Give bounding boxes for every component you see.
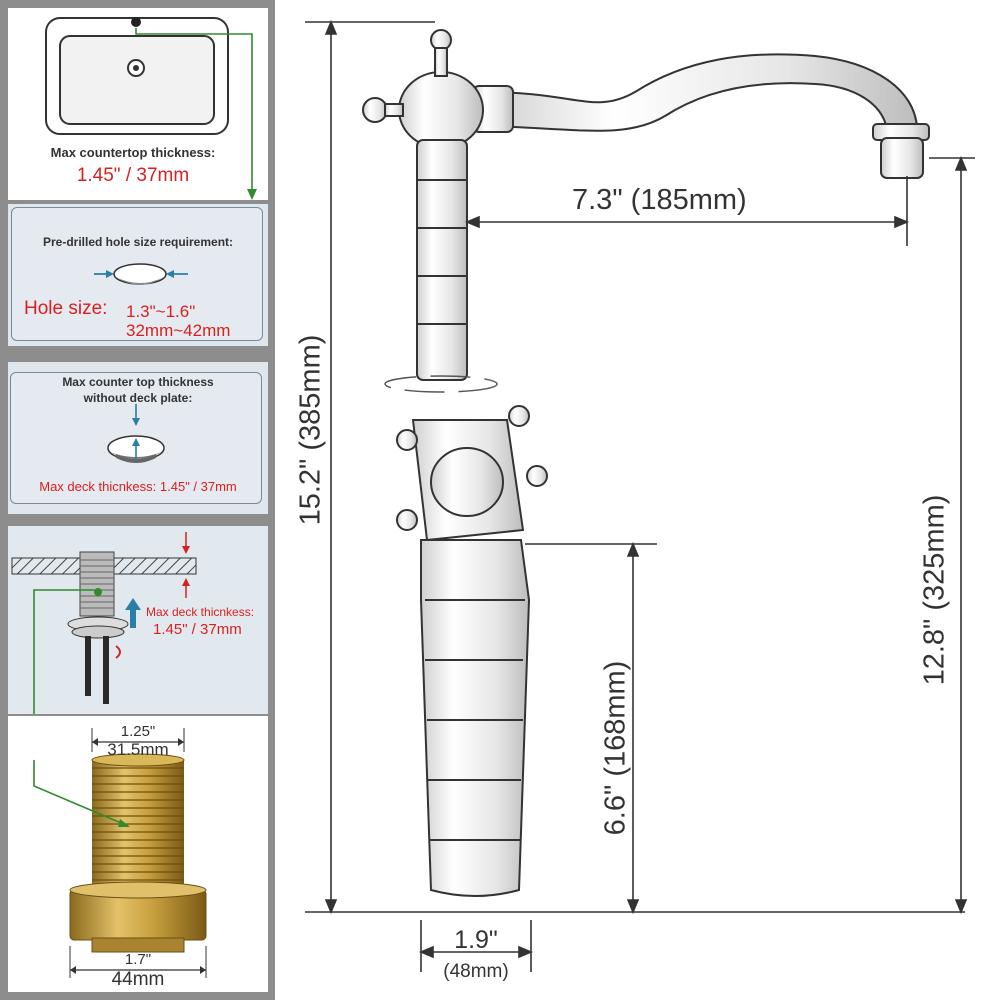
sink-top-view-icon <box>45 17 257 200</box>
hole-size-label: Hole size: <box>24 298 108 319</box>
countertop-title: Max countertop thickness: <box>50 145 216 160</box>
hole-size-inches: 1.3"~1.6" <box>126 302 196 321</box>
faucet-drawing <box>305 19 975 972</box>
no-deck-title-line1: Max counter top thickness <box>62 375 214 389</box>
shank-bottom-in: 1.7" <box>124 951 152 968</box>
no-deck-title-line2: without deck plate: <box>83 391 193 405</box>
shank-top-mm: 31.5mm <box>107 740 169 759</box>
hole-size-title: Pre-drilled hole size requirement: <box>42 235 234 249</box>
total-height-label: 15.2" (385mm) <box>294 334 327 526</box>
base-width-inches: 1.9" <box>454 926 498 954</box>
install-deck-value: 1.45" / 37mm <box>153 621 242 638</box>
shank-top-in: 1.25" <box>120 723 156 740</box>
handle-height-label: 6.6" (168mm) <box>599 660 632 836</box>
brass-shank-icon <box>33 728 207 978</box>
countertop-panel: Max countertop thickness: 1.45" / 37mm <box>8 8 268 200</box>
hole-size-panel: Pre-drilled hole size requirement: Hole … <box>8 204 268 346</box>
hole-diagram-icon <box>94 263 188 285</box>
installation-sidebar: Max countertop thickness: 1.45" / 37mm P… <box>0 0 275 1000</box>
base-width-mm: (48mm) <box>443 961 509 982</box>
shank-bottom-mm: 44mm <box>111 969 165 990</box>
installation-cross-section-icon <box>11 532 197 714</box>
shank-panel: 1.25" <box>8 716 268 992</box>
deck-thickness-icon <box>107 404 165 463</box>
install-deck-label: Max deck thicnkess: <box>146 605 255 619</box>
spout-reach-label: 7.3" (185mm) <box>572 184 747 216</box>
hole-size-mm: 32mm~42mm <box>126 321 231 340</box>
no-deck-plate-panel: Max counter top thickness without deck p… <box>8 362 268 514</box>
countertop-value: 1.45" / 37mm <box>76 165 190 186</box>
no-deck-value: Max deck thicnkess: 1.45" / 37mm <box>39 479 237 494</box>
spout-height-label: 12.8" (325mm) <box>918 494 951 686</box>
installation-panel: Max deck thicnkess: 1.45" / 37mm <box>8 526 268 714</box>
